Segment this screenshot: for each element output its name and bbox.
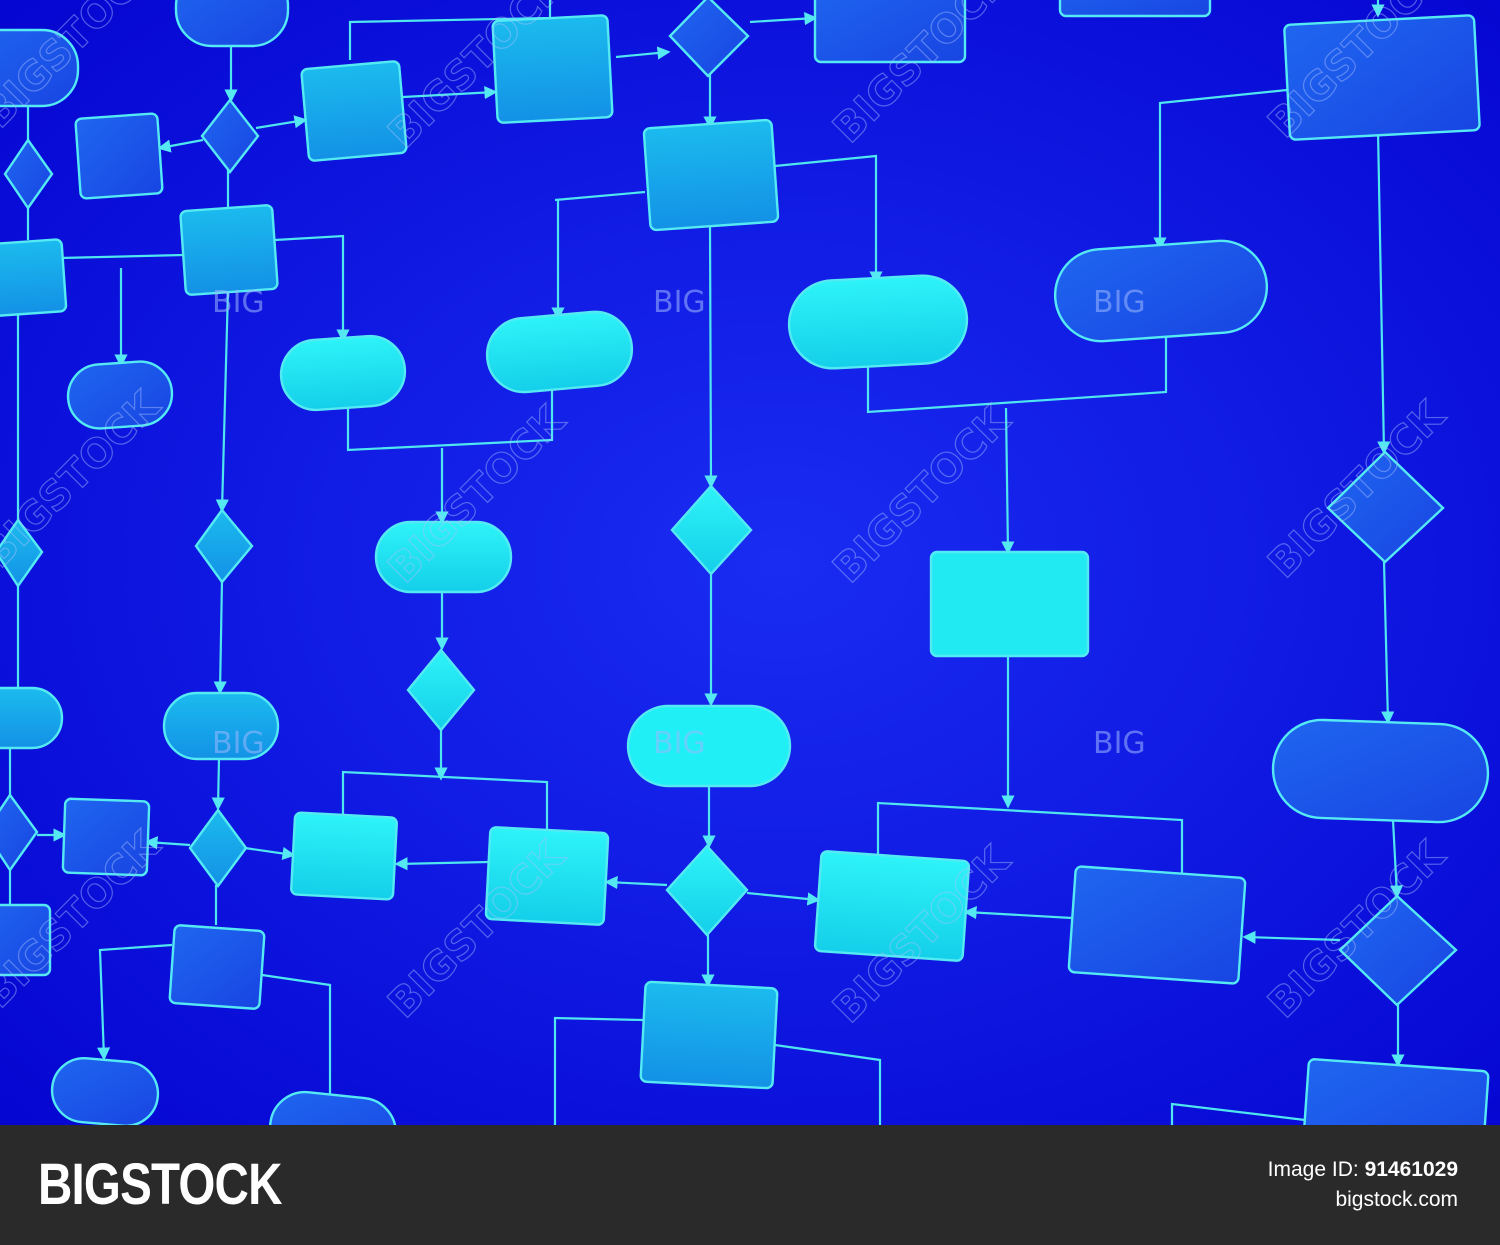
process-shape [179,204,279,296]
image-meta: Image ID: 91461029 bigstock.com [1268,1155,1458,1215]
terminator-shape [279,334,407,412]
footer-bar: BIGSTOCK Image ID: 91461029 bigstock.com [0,1125,1500,1245]
process-shape [290,811,398,901]
decision-shape [406,648,476,732]
terminator-shape [626,704,792,788]
connector-lines [8,0,1405,1125]
process-shape [491,14,614,124]
image-id-value: 91461029 [1364,1158,1458,1181]
decision-shape [188,807,248,889]
watermark-big: BIG [212,726,265,761]
image-id-line: Image ID: 91461029 [1268,1155,1458,1185]
terminator-shape [374,520,513,594]
decision-shape [665,844,749,937]
decision-shape [668,0,750,78]
process-shape [813,0,967,64]
process-shape [1283,14,1481,141]
process-shape [74,112,164,200]
process-shape [639,980,779,1090]
decision-shape [200,98,260,174]
image-id-label: Image ID: [1267,1158,1359,1181]
terminator-shape [66,360,174,430]
watermark-big: BIG [653,285,706,320]
process-shape [168,924,266,1010]
terminator-shape [162,691,280,761]
terminator-shape [1271,718,1490,824]
terminator-shape [174,0,290,48]
watermark-big: BIG [1093,285,1146,320]
process-shape [1058,0,1212,18]
terminator-shape [485,310,634,394]
process-shape [300,60,408,162]
flowchart-illustration: BIG BIG BIG BIG BIG BIG BIGSTOCK BIGSTOC… [0,0,1500,1125]
terminator-shape [268,1090,398,1125]
decision-shape [0,517,44,589]
terminator-shape [1053,239,1269,343]
process-shape [0,238,68,318]
site-url: bigstock.com [1335,1188,1458,1211]
flowchart-shapes [0,0,1490,1125]
terminator-shape [50,1056,160,1125]
decision-shape [670,484,753,576]
decision-shape [1338,894,1458,1007]
process-shape [0,903,52,977]
decision-shape [194,508,254,584]
decision-shape [0,792,39,873]
watermark-big: BIG [212,285,265,320]
terminator-shape [0,686,64,750]
process-shape [1300,1058,1490,1125]
watermarks: BIG BIG BIG BIG BIG BIG [212,285,1146,761]
process-shape [813,850,971,962]
process-shape [929,550,1090,658]
process-shape [642,118,780,232]
terminator-shape [787,274,969,370]
process-shape [484,826,610,926]
decision-shape [3,137,54,211]
process-shape [1067,865,1247,985]
watermark-big: BIG [1093,726,1146,761]
terminator-shape [0,28,80,108]
decision-shape [1326,450,1445,564]
brand-logo: BIGSTOCK [38,1152,282,1217]
watermark-big: BIG [653,726,706,761]
process-shape [61,797,151,877]
